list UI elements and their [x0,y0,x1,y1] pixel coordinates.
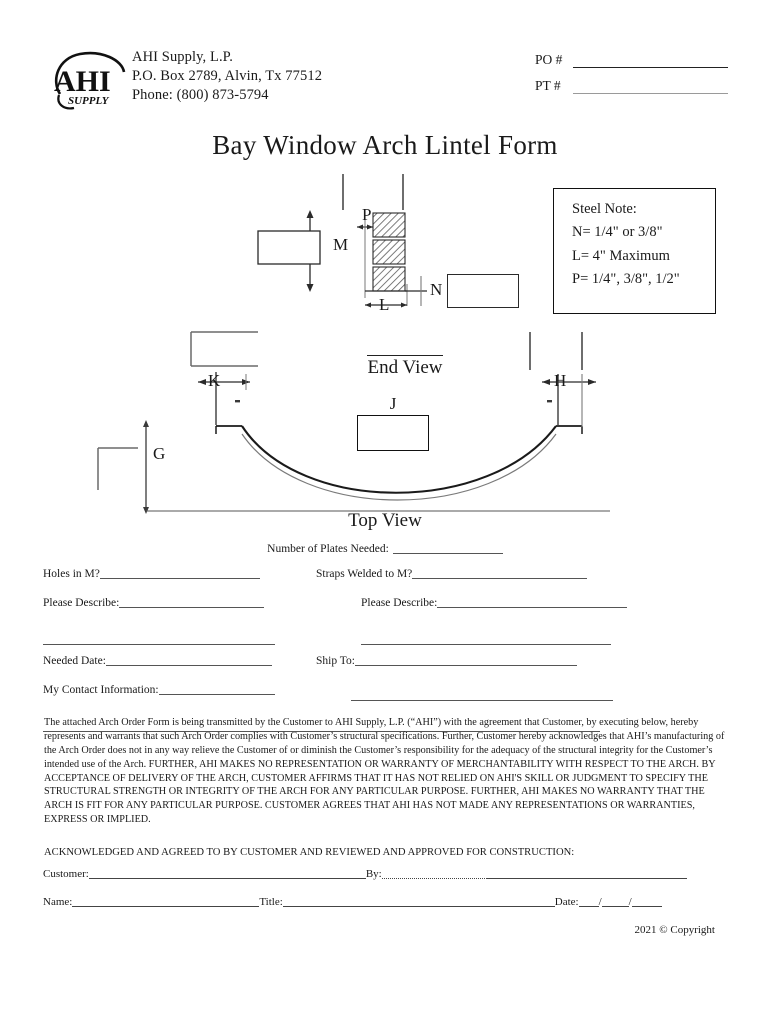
date-month-input[interactable] [578,906,599,907]
holes-in-m-field: Holes in M? [43,568,260,580]
dim-label-N: N [430,280,443,299]
describe-right-label: Please Describe: [361,597,438,609]
pt-number-row: PT # [535,78,735,104]
dim-label-K: K [208,371,221,390]
dim-label-P: P [362,205,372,224]
by-input-dotted[interactable] [381,878,487,879]
po-number-label: PO # [535,52,563,67]
customer-by-row: Customer: By: [43,868,733,896]
describe-left-label: Please Describe: [43,597,120,609]
straps-welded-field: Straps Welded to M? [316,568,588,580]
steel-note-line-l: L= 4" Maximum [572,247,670,264]
describe-left-input[interactable] [119,607,265,608]
name-title-date-row: Name: Title: Date: / / [43,896,733,924]
end-view-label: End View [340,355,470,379]
by-input[interactable] [486,878,687,879]
company-address: AHI Supply, L.P. P.O. Box 2789, Alvin, T… [132,48,322,105]
dim-label-L: L [379,295,390,314]
j-value-box[interactable] [357,415,429,451]
signature-block: Customer: By: Name: Title: Date: / / [43,868,733,924]
dim-label-M: M [333,235,349,254]
dim-label-J: J [389,394,397,413]
straps-welded-label: Straps Welded to M? [316,568,413,580]
acknowledgment-text: ACKNOWLEDGED AND AGREED TO BY CUSTOMER A… [44,847,575,858]
customer-label: Customer: [43,868,89,880]
company-po-box: P.O. Box 2789, Alvin, Tx 77512 [132,68,323,85]
legal-paragraph: The attached Arch Order Form is being tr… [44,717,725,826]
ship-to-input[interactable] [354,665,577,666]
end-view-label-text: End View [367,355,443,378]
po-number-row: PO # [535,52,735,78]
needed-date-input[interactable] [105,665,272,666]
company-name: AHI Supply, L.P. [132,49,233,65]
date-label: Date: [554,896,579,908]
needed-date-field: Needed Date: [43,655,272,667]
title-input[interactable] [282,906,555,907]
customer-input[interactable] [88,878,366,879]
name-label: Name: [43,896,73,908]
steel-note-line-n: N= 1/4" or 3/8" [572,224,663,241]
copyright-notice: 2021 © Copyright [634,924,715,936]
needed-date-label: Needed Date: [43,655,106,667]
describe-right-input-line2[interactable] [361,644,611,645]
describe-right-input[interactable] [437,607,628,608]
steel-note-heading: Steel Note: [572,201,637,217]
end-view-diagram: P M L N [255,172,545,322]
top-view-label: Top View [348,510,422,531]
n-value-box[interactable] [447,274,519,308]
plates-needed-input[interactable] [392,553,503,554]
ship-to-label: Ship To: [316,655,355,667]
contact-input-line2[interactable] [43,731,600,732]
ship-to-input-line2[interactable] [351,700,613,701]
holes-in-m-label: Holes in M? [43,568,100,580]
legal-terms: The attached Arch Order Form is being tr… [44,716,728,827]
svg-text:AHI: AHI [54,65,111,98]
date-day-input[interactable] [601,906,629,907]
describe-continuation-row [43,626,733,655]
title-label: Title: [259,896,283,908]
pt-number-input[interactable] [573,93,728,94]
page-title: Bay Window Arch Lintel Form [212,130,558,160]
date-sep-1: / [598,896,602,908]
contact-row: My Contact Information: [43,684,733,713]
form-fields: Holes in M? Straps Welded to M? Please D… [43,568,733,742]
po-pt-block: PO # PT # [535,52,735,104]
pt-number-label: PT # [535,78,561,93]
contact-field: My Contact Information: [43,684,275,696]
dim-label-H: H [554,371,567,390]
steel-note-box: Steel Note: N= 1/4" or 3/8" L= 4" Maximu… [553,188,716,314]
steel-note-line-p: P= 1/4", 3/8", 1/2" [572,271,680,288]
contact-continuation-row [43,713,733,742]
contact-input[interactable] [158,694,275,695]
ship-to-field: Ship To: [316,655,577,667]
date-sep-2: / [628,896,632,908]
plates-needed-label: Number of Plates Needed: [267,543,389,555]
by-label: By: [365,868,382,880]
describe-right-field: Please Describe: [361,597,628,609]
plates-needed-row: Number of Plates Needed: [0,543,770,555]
describe-row: Please Describe: Please Describe: [43,597,733,626]
dim-label-G: G [153,444,166,463]
date-year-input[interactable] [631,906,662,907]
holes-straps-row: Holes in M? Straps Welded to M? [43,568,733,597]
describe-left-field: Please Describe: [43,597,265,609]
po-number-input[interactable] [573,67,728,68]
straps-welded-input[interactable] [412,578,588,579]
company-phone: Phone: (800) 873-5794 [132,87,269,104]
ahi-supply-logo: AHI SUPPLY [50,50,128,112]
svg-text:SUPPLY: SUPPLY [68,95,110,107]
date-shipto-row: Needed Date: Ship To: [43,655,733,684]
contact-label: My Contact Information: [43,684,159,696]
name-input[interactable] [72,906,260,907]
document-header: AHI SUPPLY AHI Supply, L.P. P.O. Box 278… [50,48,730,118]
top-view-diagram: K G H [90,330,650,520]
holes-in-m-input[interactable] [99,578,260,579]
describe-left-input-line2[interactable] [43,644,275,645]
